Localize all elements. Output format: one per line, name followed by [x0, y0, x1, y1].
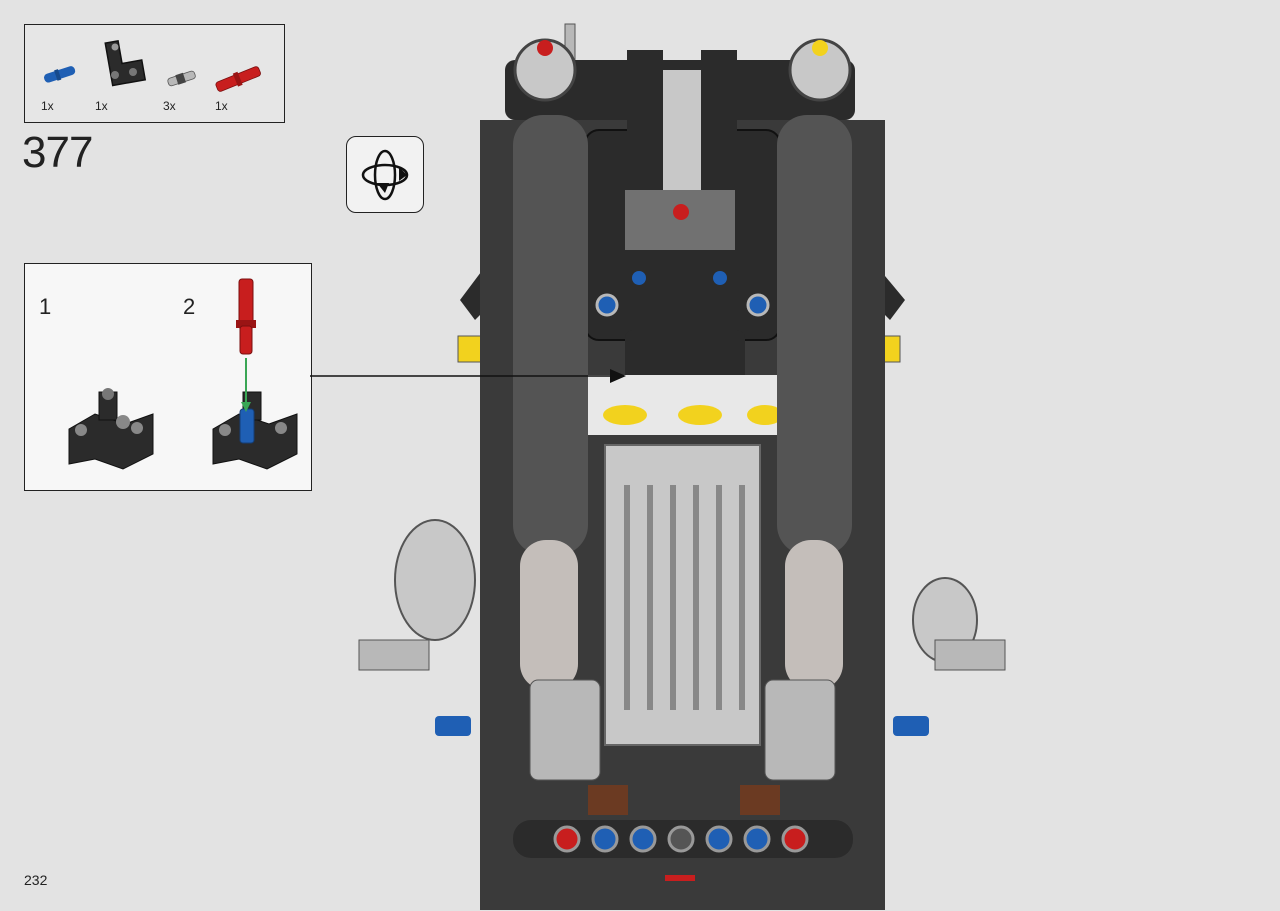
- black-triangle-beam-icon: [212, 391, 298, 470]
- part-qty-4: 1x: [215, 99, 228, 113]
- rotate-model-icon: [346, 136, 424, 213]
- substep-callout: 1 2: [24, 263, 312, 491]
- blue-pin-icon: [44, 66, 76, 83]
- red-axle-pin-icon: [236, 278, 256, 355]
- black-triangle-beam-icon: [68, 388, 154, 470]
- substep-number-2: 2: [183, 294, 196, 319]
- part-qty-1: 1x: [41, 99, 54, 113]
- gray-pin-icon: [167, 70, 196, 87]
- substep-number-1: 1: [39, 294, 52, 319]
- step-number: 377: [22, 128, 93, 177]
- parts-illustrations: [44, 40, 261, 92]
- parts-list-box: 1x 1x 3x 1x: [24, 24, 285, 123]
- callout-pointer-arrow: [310, 369, 626, 383]
- part-qty-2: 1x: [95, 99, 108, 113]
- page-number: 232: [24, 872, 48, 888]
- black-triangle-beam-icon: [104, 40, 147, 87]
- blue-pin-icon: [239, 408, 255, 444]
- red-axle-pin-icon: [215, 66, 261, 92]
- substep-illustrations: [68, 278, 298, 470]
- model-illustration: [358, 23, 1006, 910]
- part-qty-3: 3x: [163, 99, 176, 113]
